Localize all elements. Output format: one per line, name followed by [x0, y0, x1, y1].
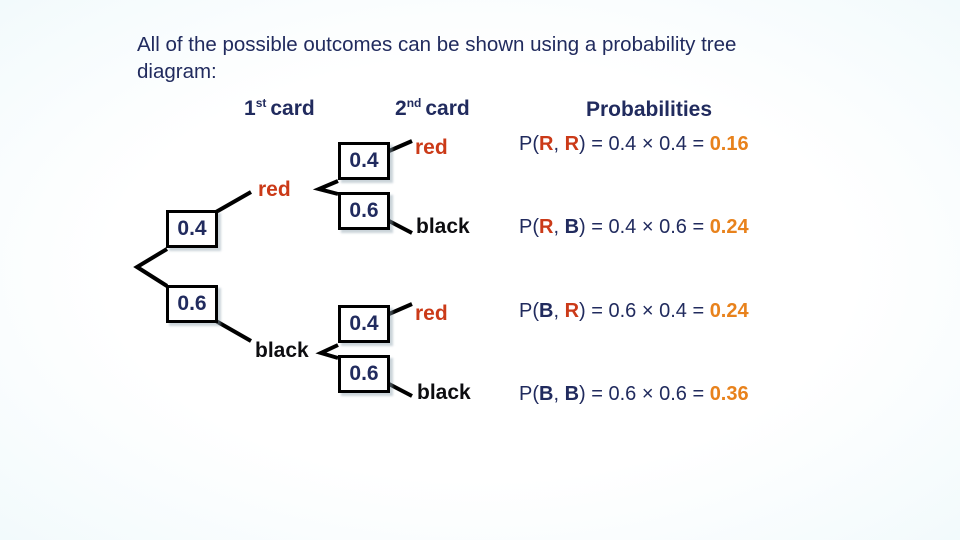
- root-branch-chevron: [133, 247, 169, 288]
- probability-box-red-black: 0.6: [338, 192, 390, 230]
- equation-result: 0.24: [709, 216, 749, 238]
- first-card-number: 1: [244, 97, 256, 120]
- branch-line-black-red: [388, 302, 413, 316]
- red-branch-chevron: [312, 179, 339, 196]
- branch-label-black-red-leaf: red: [415, 302, 448, 325]
- equation-body: ) = 0.6 × 0.4 =: [579, 300, 710, 322]
- probability-box-black-red: 0.4: [338, 305, 390, 343]
- equation-separator: ,: [553, 133, 565, 155]
- branch-line-black-black: [388, 382, 413, 398]
- second-card-ordinal: nd: [406, 96, 422, 110]
- equation-body: ) = 0.4 × 0.4 =: [579, 133, 710, 155]
- branch-label-red-black-leaf: black: [416, 215, 470, 238]
- equation-body: ) = 0.4 × 0.6 =: [579, 216, 710, 238]
- equation-letter-second: R: [564, 300, 580, 322]
- branch-line-to-red: [215, 190, 252, 214]
- equation-result: 0.36: [709, 383, 749, 405]
- branch-label-red-red-leaf: red: [415, 136, 448, 159]
- black-branch-chevron: [315, 343, 339, 360]
- branch-line-red-black: [388, 219, 413, 235]
- equation-letter-first: R: [539, 133, 554, 155]
- probability-box-first-red: 0.4: [166, 210, 218, 248]
- probability-box-black-black: 0.6: [338, 355, 390, 393]
- probability-equation-br: P(B, R) = 0.6 × 0.4 = 0.24: [519, 300, 749, 323]
- slide-title: All of the possible outcomes can be show…: [137, 33, 737, 83]
- branch-line-to-black: [215, 319, 252, 343]
- branch-line-red-red: [388, 139, 413, 153]
- equation-letter-second: B: [564, 383, 580, 405]
- second-card-word: card: [425, 97, 470, 120]
- branch-label-red-level1: red: [258, 178, 291, 201]
- equation-separator: ,: [553, 300, 565, 322]
- probability-equation-rb: P(R, B) = 0.4 × 0.6 = 0.24: [519, 216, 749, 239]
- equation-separator: ,: [553, 383, 565, 405]
- equation-prefix: P(: [519, 300, 539, 322]
- probability-box-first-black: 0.6: [166, 285, 218, 323]
- branch-label-black-level1: black: [255, 339, 309, 362]
- equation-prefix: P(: [519, 383, 539, 405]
- equation-letter-second: B: [564, 216, 580, 238]
- equation-prefix: P(: [519, 216, 539, 238]
- equation-letter-first: B: [539, 383, 554, 405]
- equation-result: 0.16: [709, 133, 749, 155]
- probability-equation-rr: P(R, R) = 0.4 × 0.4 = 0.16: [519, 133, 749, 156]
- column-header-probabilities: Probabilities: [586, 98, 713, 121]
- probability-equation-bb: P(B, B) = 0.6 × 0.6 = 0.36: [519, 383, 749, 406]
- equation-body: ) = 0.6 × 0.6 =: [579, 383, 710, 405]
- equation-result: 0.24: [709, 300, 749, 322]
- second-card-number: 2: [395, 97, 407, 120]
- branch-label-black-black-leaf: black: [417, 381, 471, 404]
- equation-letter-second: R: [564, 133, 580, 155]
- equation-prefix: P(: [519, 133, 539, 155]
- equation-letter-first: R: [539, 216, 554, 238]
- equation-separator: ,: [553, 216, 565, 238]
- first-card-word: card: [270, 97, 315, 120]
- probability-box-red-red: 0.4: [338, 142, 390, 180]
- first-card-ordinal: st: [255, 96, 267, 110]
- equation-letter-first: B: [539, 300, 554, 322]
